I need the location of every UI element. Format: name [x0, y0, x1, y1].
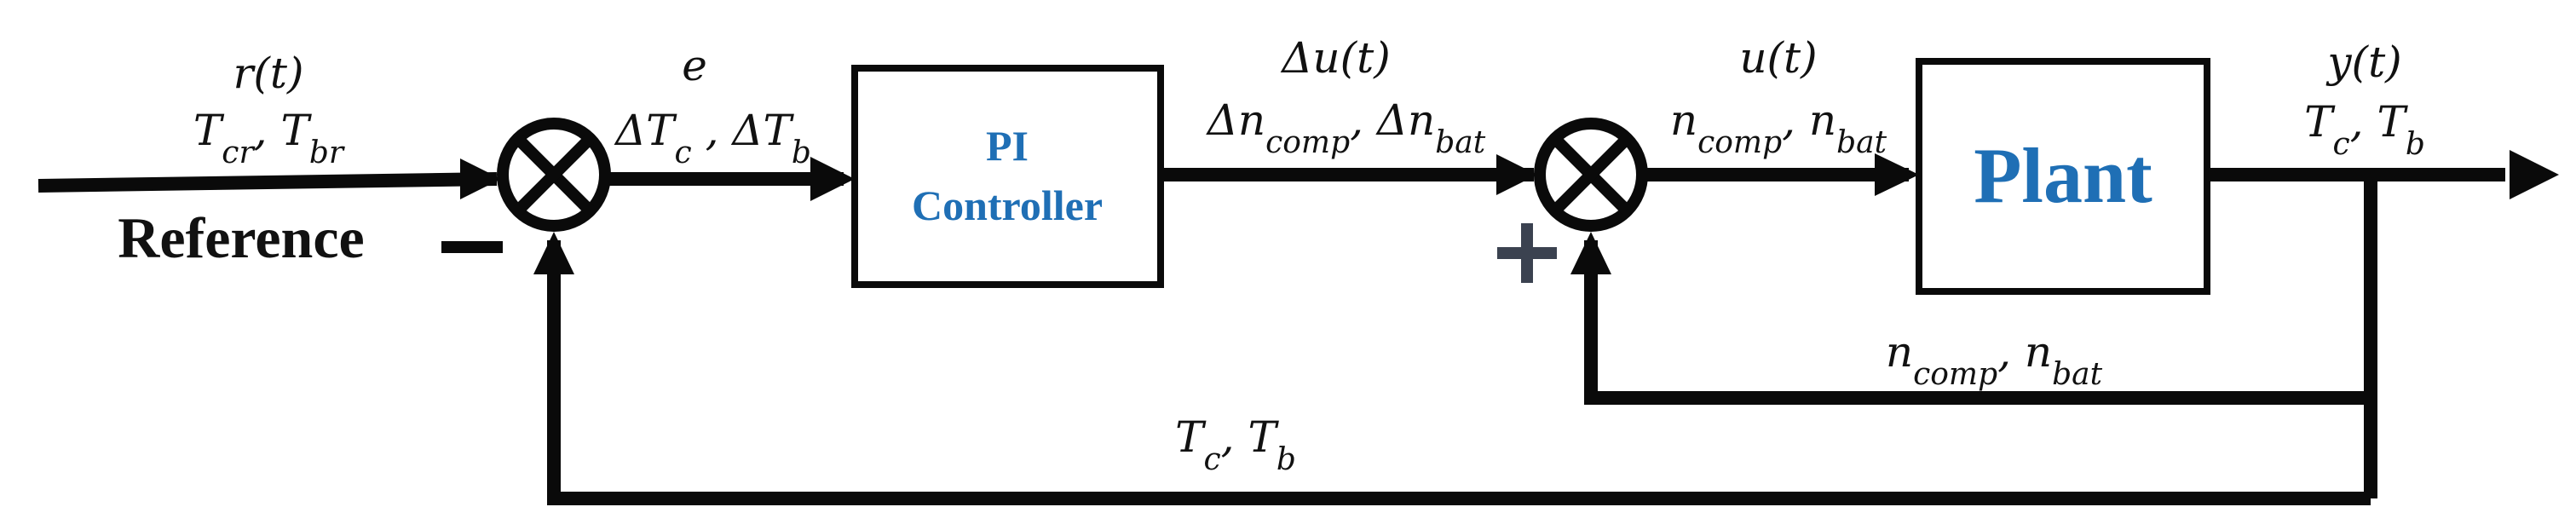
arrowhead-u [1875, 153, 1919, 196]
arrowhead-error [810, 157, 855, 201]
output-signal-label: y(t) [2325, 37, 2401, 87]
outer-feedback-wire [547, 240, 2371, 505]
plus-sign [1497, 223, 1557, 283]
arrowhead-outer-feedback [533, 232, 574, 274]
inner-feedback-label: ncomp, nbat [1886, 327, 2103, 392]
arrowhead-reference [460, 158, 501, 199]
pi-controller-block [851, 65, 1164, 288]
summing-junction-1 [497, 118, 611, 232]
arrowhead-inner-feedback [1570, 232, 1611, 274]
pi-controller-label-line1: PI [986, 122, 1029, 170]
error-symbol-label: e [682, 41, 707, 90]
summing-junction-2 [1534, 118, 1648, 232]
plant-block [1916, 58, 2210, 295]
plant-label: Plant [1974, 132, 2152, 219]
output-variables-label: Tc, Tb [2304, 97, 2425, 162]
reference-input-wire [37, 172, 498, 193]
error-variables-label: ΔTc , ΔTb [614, 106, 811, 170]
minus-sign [441, 241, 503, 253]
arrowhead-delta-u [1496, 154, 1537, 195]
u-signal-label: u(t) [1739, 33, 1817, 83]
reference-variables-label: Tcr, Tbr [193, 106, 345, 170]
u-variables-label: ncomp, nbat [1670, 95, 1887, 160]
reference-label: Reference [118, 205, 364, 270]
pi-controller-label-line2: Controller [912, 181, 1103, 229]
delta-u-variables-label: Δncomp, Δnbat [1206, 95, 1486, 160]
outer-feedback-label: Tc, Tb [1175, 412, 1296, 477]
arrowhead-output [2510, 150, 2559, 199]
inner-feedback-wire [1584, 240, 2371, 405]
delta-u-signal-label: Δu(t) [1280, 33, 1390, 83]
reference-signal-label: r(t) [233, 49, 303, 98]
